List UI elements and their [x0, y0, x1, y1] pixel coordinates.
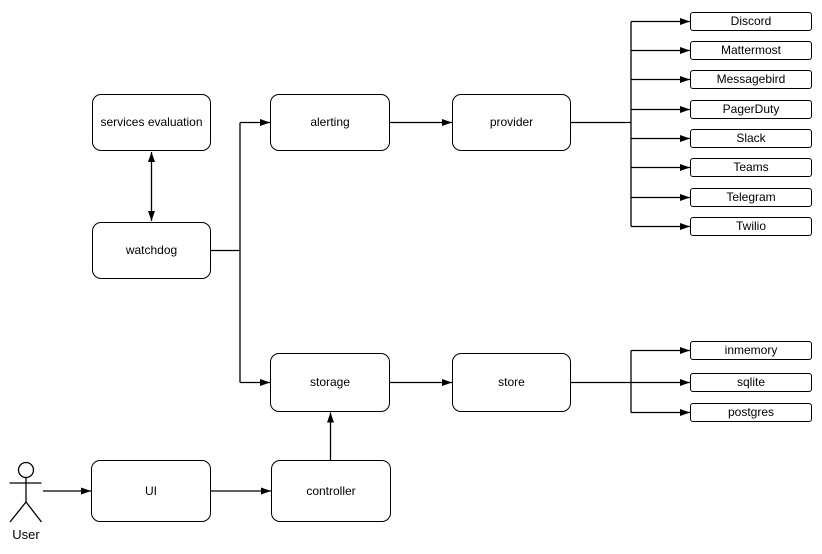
leaf-label: Telegram	[726, 190, 776, 205]
leaf-label: Twilio	[735, 219, 766, 234]
user-actor-label: User	[12, 527, 40, 542]
node-label: UI	[145, 483, 157, 498]
node-store-inmemory: inmemory	[690, 341, 812, 360]
node-controller: controller	[271, 460, 391, 522]
node-label: controller	[306, 483, 356, 498]
node-label: services evaluation	[100, 115, 203, 130]
leaf-label: Slack	[736, 131, 766, 146]
node-provider-mattermost: Mattermost	[690, 41, 812, 60]
node-label: provider	[489, 115, 534, 130]
leaf-label: Mattermost	[720, 43, 781, 58]
node-watchdog: watchdog	[92, 222, 211, 279]
leaf-label: PagerDuty	[722, 102, 780, 117]
node-provider-telegram: Telegram	[690, 188, 812, 207]
leaf-label: Messagebird	[716, 72, 786, 87]
node-provider: provider	[452, 94, 571, 151]
node-provider-teams: Teams	[690, 158, 812, 177]
node-label: alerting	[310, 115, 350, 130]
node-provider-slack: Slack	[690, 129, 812, 148]
node-services-evaluation: services evaluation	[92, 94, 211, 151]
leaf-label: inmemory	[724, 343, 778, 358]
node-store-sqlite: sqlite	[690, 373, 812, 392]
node-storage: storage	[270, 353, 390, 412]
node-provider-pagerduty: PagerDuty	[690, 100, 812, 119]
node-provider-messagebird: Messagebird	[690, 70, 812, 89]
node-store-postgres: postgres	[690, 403, 812, 422]
node-store: store	[452, 353, 571, 412]
leaf-label: Discord	[730, 14, 772, 29]
node-label: store	[498, 375, 525, 390]
node-label: storage	[309, 375, 351, 390]
node-provider-discord: Discord	[690, 12, 812, 31]
leaf-label: sqlite	[736, 375, 765, 390]
node-ui: UI	[91, 460, 211, 522]
leaf-label: Teams	[733, 160, 769, 175]
node-label: watchdog	[125, 243, 178, 258]
user-actor-icon	[9, 461, 43, 523]
node-alerting: alerting	[270, 94, 390, 151]
leaf-label: postgres	[727, 405, 775, 420]
node-provider-twilio: Twilio	[690, 217, 812, 236]
